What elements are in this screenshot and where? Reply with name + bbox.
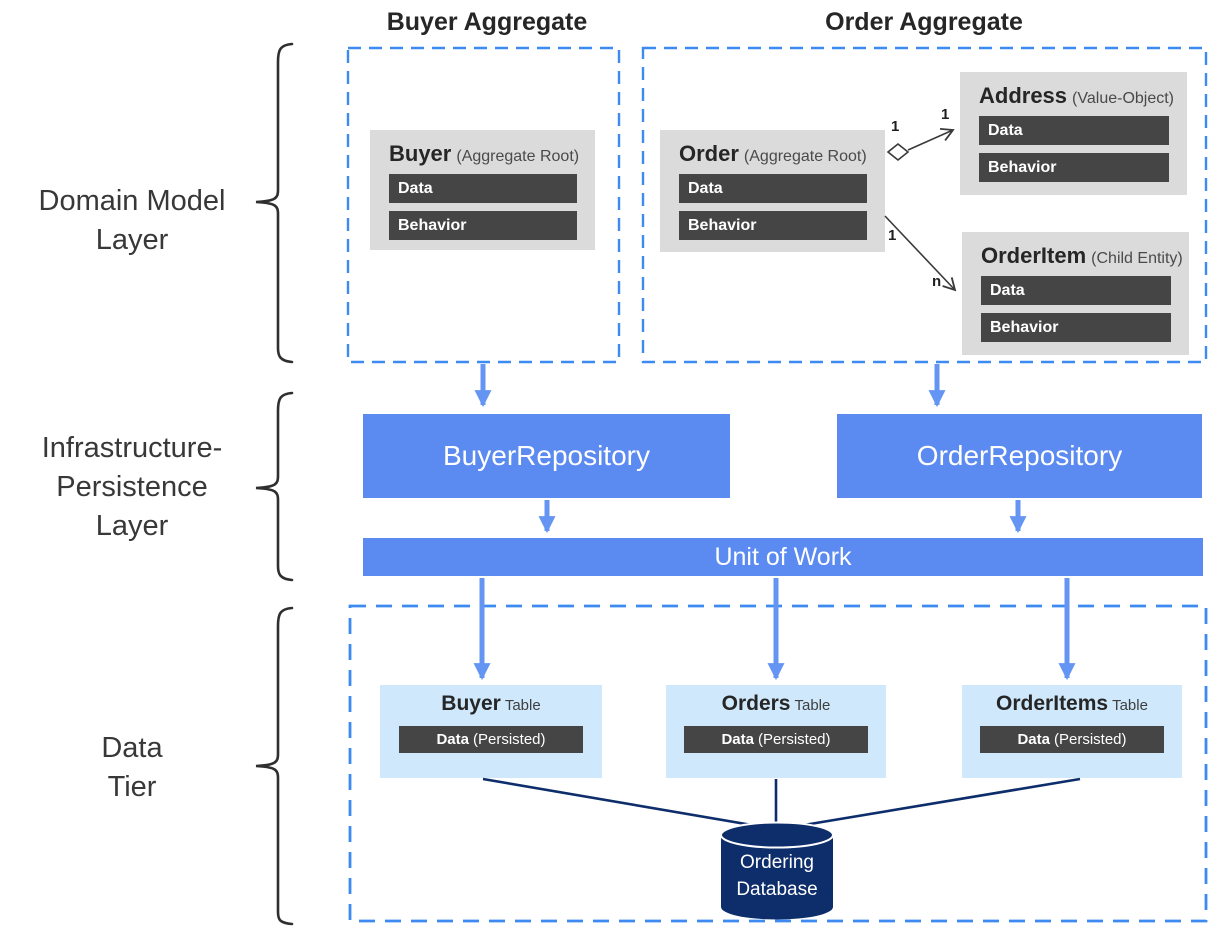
entity-title: OrderItem(Child Entity) (962, 232, 1189, 276)
entity-title: Order(Aggregate Root) (660, 130, 885, 174)
buyer-repository-box: BuyerRepository (363, 414, 730, 498)
entity-qualifier: (Child Entity) (1091, 250, 1183, 267)
orderitems-table-to-database-line (779, 777, 1081, 831)
bar-qualifier: (Persisted) (1053, 731, 1127, 748)
aggregation-diamond-icon (886, 142, 910, 162)
data-bar: Data (981, 276, 1171, 305)
repository-label: OrderRepository (916, 440, 1123, 471)
layer-label-line: Layer (95, 224, 169, 256)
table-name: Orders (721, 692, 791, 715)
infrastructure-persistence-layer-label: Infrastructure- Persistence Layer (8, 429, 256, 546)
behavior-bar: Behavior (389, 211, 577, 240)
layer-label-line: Infrastructure- (41, 432, 223, 464)
table-qualifier: Table (504, 697, 541, 714)
data-persisted-bar: Data(Persisted) (980, 726, 1164, 753)
order-aggregate-title: Order Aggregate (825, 8, 1023, 36)
layer-label-line: Layer (95, 510, 169, 542)
order-entity-card: Order(Aggregate Root) Data Behavior (660, 130, 885, 252)
layer-label-line: Domain Model (38, 185, 226, 217)
data-tier-brace-icon (255, 606, 294, 926)
behavior-bar: Behavior (679, 211, 867, 240)
bar-qualifier: (Persisted) (757, 731, 831, 748)
buyer-aggregate-title: Buyer Aggregate (386, 8, 588, 36)
entity-name: Order (679, 141, 739, 166)
ordering-database-label: Ordering Database (723, 849, 831, 903)
layer-label-line: Persistence (56, 471, 208, 503)
infrastructure-layer-brace-icon (255, 391, 294, 582)
bar-qualifier: (Persisted) (472, 731, 546, 748)
repository-label: BuyerRepository (443, 440, 650, 471)
buyer-entity-card: Buyer(Aggregate Root) Data Behavior (370, 130, 595, 250)
table-qualifier: Table (1112, 697, 1148, 714)
behavior-bar: Behavior (981, 313, 1171, 342)
table-qualifier: Table (794, 697, 831, 714)
order-address-target-multiplicity: 1 (941, 106, 950, 123)
data-persisted-bar: Data(Persisted) (399, 726, 583, 753)
layer-label-line: Tier (107, 771, 157, 803)
data-persisted-bar: Data(Persisted) (684, 726, 868, 753)
address-entity-card: Address(Value-Object) Data Behavior (960, 72, 1187, 195)
order-orderitem-target-multiplicity: n (932, 273, 942, 290)
buyer-table-to-database-line (482, 777, 776, 831)
bar-name: Data (721, 731, 754, 748)
orderitem-entity-card: OrderItem(Child Entity) Data Behavior (962, 232, 1189, 355)
entity-title: Buyer(Aggregate Root) (370, 130, 595, 174)
order-to-address-link (907, 127, 955, 151)
entity-qualifier: (Aggregate Root) (456, 148, 580, 165)
entity-name: OrderItem (981, 243, 1087, 268)
order-orderitem-source-multiplicity: 1 (888, 227, 897, 244)
data-bar: Data (679, 174, 867, 203)
database-label-line: Database (736, 879, 818, 900)
entity-name: Address (979, 83, 1068, 108)
entity-qualifier: (Aggregate Root) (743, 148, 867, 165)
entity-qualifier: (Value-Object) (1072, 90, 1175, 107)
domain-layer-brace-icon (255, 42, 294, 364)
bar-name: Data (1017, 731, 1050, 748)
unit-of-work-bar: Unit of Work (363, 538, 1203, 576)
domain-model-layer-label: Domain Model Layer (8, 182, 256, 260)
table-name: OrderItems (996, 692, 1109, 715)
layer-label-line: Data (101, 732, 163, 764)
order-repository-box: OrderRepository (837, 414, 1202, 498)
data-bar: Data (389, 174, 577, 203)
order-address-source-multiplicity: 1 (891, 118, 900, 135)
behavior-bar: Behavior (979, 153, 1169, 182)
entity-name: Buyer (389, 141, 452, 166)
bar-name: Data (436, 731, 469, 748)
table-name: Buyer (441, 692, 501, 715)
data-tier-label: Data Tier (8, 729, 256, 807)
entity-title: Address(Value-Object) (960, 72, 1187, 116)
database-label-line: Ordering (740, 852, 814, 873)
data-bar: Data (979, 116, 1169, 145)
unit-of-work-label: Unit of Work (714, 542, 852, 571)
